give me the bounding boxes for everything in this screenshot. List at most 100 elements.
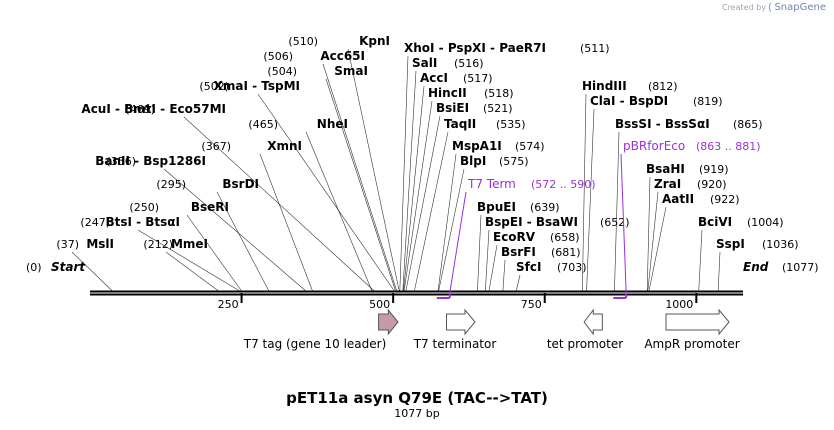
- site-line-btsi: [137, 229, 240, 292]
- site-name-sali: SalI: [412, 56, 437, 70]
- site-name-banii: BanII - Bsp1286I: [95, 154, 206, 168]
- primer-name-pbrforeco: pBRforEco: [623, 139, 685, 153]
- site-line-sspi: [717, 251, 721, 292]
- site-pos-bsiei: (521): [483, 102, 513, 115]
- site-line-smai: [325, 78, 396, 292]
- site-pos-sfci: (703): [557, 261, 587, 274]
- site-pos-blpi: (575): [499, 155, 529, 168]
- site-line-aatii: [648, 206, 667, 292]
- site-pos-bseri: (250): [129, 201, 159, 214]
- site-name-bsahi: BsaHI: [646, 162, 685, 176]
- primer-range-pbrforeco: (863 .. 881): [696, 140, 761, 153]
- feature-label-t7-tag-gene-10-leader-: T7 tag (gene 10 leader): [243, 337, 387, 351]
- site-name-zrai: ZraI: [654, 177, 681, 191]
- site-pos-sspi: (1036): [762, 238, 799, 251]
- site-name-bseri: BseRI: [191, 200, 229, 214]
- site-name-aatii: AatII: [662, 192, 694, 206]
- site-pos-kpni: (510): [288, 35, 318, 48]
- primer-range-t7-term: (572 .. 590): [531, 178, 596, 191]
- site-line-msli: [71, 251, 113, 292]
- site-name-sfci: SfcI: [516, 260, 541, 274]
- site-pos-mspa1i: (574): [515, 140, 545, 153]
- site-name-smai: SmaI: [334, 64, 368, 78]
- site-name-hincii: HincII: [428, 86, 467, 100]
- watermark-brand: SnapGene: [774, 2, 826, 13]
- site-name-mspa1i: MspA1I: [452, 139, 502, 153]
- site-name-bpuei: BpuEI: [477, 200, 516, 214]
- map-title: pET11a asyn Q79E (TAC-->TAT): [286, 389, 548, 407]
- site-line-mspa1i: [437, 153, 457, 292]
- site-name-bspei: BspEI - BsaWI: [485, 215, 578, 229]
- site-pos-bsrfi: (681): [551, 246, 581, 259]
- site-pos-clai: (819): [693, 95, 723, 108]
- site-name-ecorv: EcoRV: [493, 230, 536, 244]
- site-pos-sali: (516): [454, 57, 484, 70]
- site-line-mmei: [165, 251, 219, 292]
- site-pos-mmei: (212): [143, 238, 173, 251]
- site-name-bsrdi: BsrDI: [222, 177, 259, 191]
- site-line-bsssi: [614, 131, 620, 292]
- site-line-acci: [403, 85, 425, 292]
- site-line-sali: [402, 70, 417, 292]
- site-line-zrai: [647, 191, 659, 292]
- feature-arrow-t7-tag-gene-10-leader-: [378, 308, 399, 336]
- primer-line-t7-term: [449, 191, 467, 294]
- feature-label-t7-terminator: T7 terminator: [413, 337, 497, 351]
- site-line-xmai: [257, 93, 395, 292]
- site-pos-bsssi: (865): [733, 118, 763, 131]
- site-line-bsiei: [405, 115, 441, 292]
- primer-line-pbrforeco: [620, 153, 627, 294]
- site-name-kpni: KpnI: [359, 34, 390, 48]
- site-pos-bpuei: (639): [530, 201, 560, 214]
- site-line-bseri: [186, 214, 242, 292]
- feature-label-tet-promoter: tet promoter: [547, 337, 623, 351]
- site-name-xmai: XmaI - TspMI: [214, 79, 300, 93]
- site-line-ecorv: [488, 244, 498, 292]
- snapgene-logo-icon: ⟮: [768, 2, 772, 13]
- site-pos-acci: (517): [463, 72, 493, 85]
- site-line-xmni: [259, 153, 313, 292]
- start-label: Start: [51, 260, 86, 274]
- site-line-banii: [163, 168, 307, 292]
- site-name-nhei: NheI: [317, 117, 348, 131]
- site-pos-ecorv: (658): [550, 231, 580, 244]
- site-name-clai: ClaI - BspDI: [590, 94, 668, 108]
- start-position: (0): [26, 261, 42, 274]
- site-pos-taqii: (535): [496, 118, 526, 131]
- site-line-bspei: [485, 229, 490, 292]
- site-line-xhoi: [399, 55, 409, 292]
- site-line-sfci: [515, 274, 521, 292]
- site-pos-bsahi: (919): [699, 163, 729, 176]
- site-name-mmei: MmeI: [171, 237, 208, 251]
- site-pos-btsi: (247): [80, 216, 110, 229]
- site-name-bsiei: BsiEI: [436, 101, 469, 115]
- ruler-label-1000: 1000: [665, 298, 693, 311]
- site-pos-banii: (356): [106, 155, 136, 168]
- site-pos-zrai: (920): [697, 178, 727, 191]
- site-pos-acc65i: (506): [263, 50, 293, 63]
- site-line-nhei: [305, 131, 373, 292]
- watermark: Created by ⟮ SnapGene: [722, 2, 826, 13]
- end-position: (1077): [782, 261, 819, 274]
- site-name-acci: AccI: [420, 71, 448, 85]
- site-name-bsrfi: BsrFI: [501, 245, 536, 259]
- site-line-bsahi: [646, 176, 651, 292]
- site-pos-xmai: (502): [199, 80, 229, 93]
- site-line-taqii: [414, 131, 449, 292]
- site-line-hindiii: [582, 93, 587, 292]
- site-name-xhoi: XhoI - PspXI - PaeR7I: [404, 41, 546, 55]
- ruler-label-750: 750: [521, 298, 542, 311]
- site-name-acui: AcuI - BmtI - Eco57MI: [81, 102, 226, 116]
- site-line-clai: [586, 108, 595, 292]
- site-line-acui: [183, 116, 375, 292]
- end-label: End: [743, 260, 769, 274]
- site-line-bpuei: [477, 214, 482, 292]
- site-name-bcivi: BciVI: [698, 215, 732, 229]
- site-name-hindiii: HindIII: [582, 79, 627, 93]
- site-line-bsrdi: [216, 191, 270, 292]
- site-pos-hindiii: (812): [648, 80, 678, 93]
- site-line-hincii: [403, 100, 433, 292]
- sequence-length: 1077 bp: [394, 407, 440, 420]
- site-line-bcivi: [698, 229, 703, 292]
- site-pos-acui: (469): [125, 103, 155, 116]
